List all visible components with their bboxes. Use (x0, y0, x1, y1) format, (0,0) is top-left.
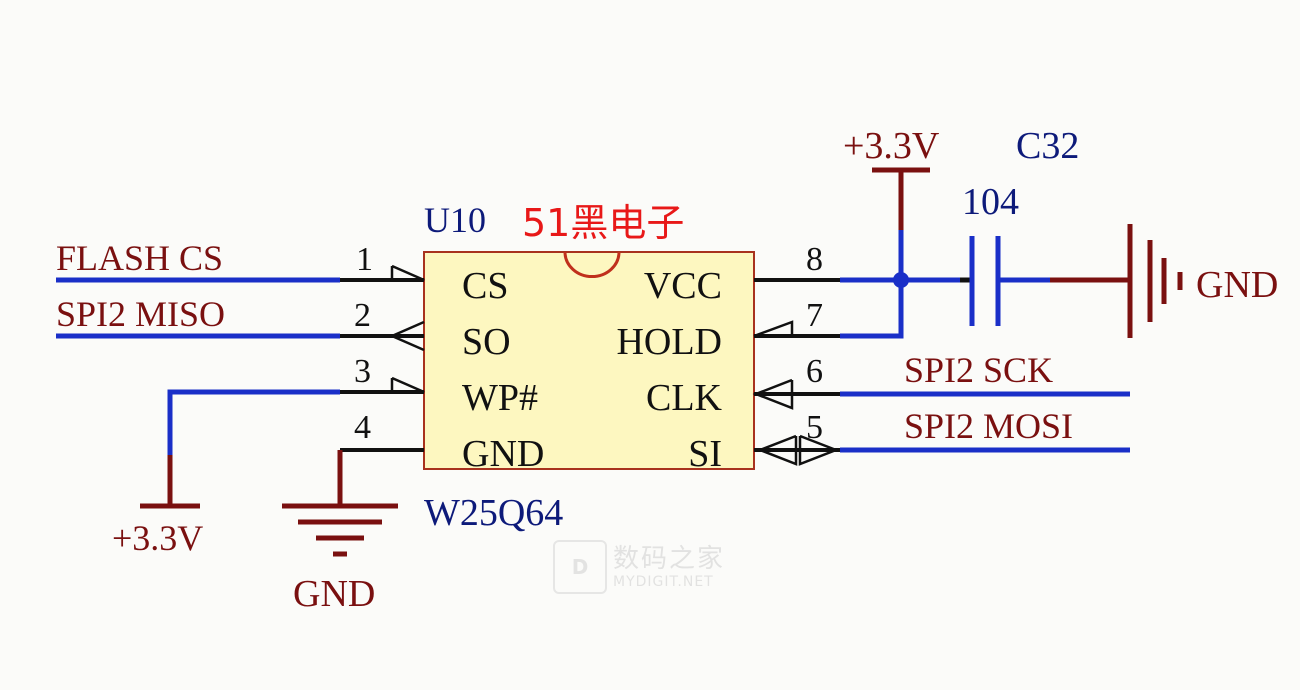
chip-body[interactable] (423, 251, 755, 470)
right-pin-stubs (754, 278, 840, 452)
pin-number-5: 5 (806, 409, 823, 446)
left-pin-stubs (340, 278, 424, 452)
pin-name-hold: HOLD (616, 321, 722, 363)
pin1-notch (563, 251, 621, 279)
net-label-spi2-miso: SPI2 MISO (56, 294, 225, 334)
net-label-spi2-mosi: SPI2 MOSI (904, 406, 1073, 446)
cap-designator: C32 (1016, 125, 1079, 167)
cap-value: 104 (962, 181, 1019, 223)
watermark-en: MYDIGIT.NET (613, 574, 714, 590)
pin-name-si: SI (688, 433, 722, 475)
pin-number-3: 3 (354, 353, 371, 390)
chip-part-number: W25Q64 (424, 492, 563, 534)
power-label-top: +3.3V (843, 125, 940, 167)
right-pin-arrows (752, 320, 840, 466)
pin-name-cs: CS (462, 265, 508, 307)
wire-hold-pullup[interactable] (840, 230, 904, 339)
pin-number-4: 4 (354, 409, 371, 446)
pin-number-6: 6 (806, 353, 823, 390)
pin-number-8: 8 (806, 241, 823, 278)
power-label-wp: +3.3V (112, 518, 203, 558)
net-label-flash-cs: FLASH CS (56, 238, 223, 278)
watermark-cn: 数码之家 (613, 544, 726, 574)
wire-wp-pullup[interactable] (167, 389, 340, 455)
gnd-label-chip: GND (293, 573, 375, 615)
junction-dot (893, 272, 909, 288)
pin-name-clk: CLK (646, 377, 723, 419)
chip-designator: U10 (424, 200, 486, 240)
pin-number-1: 1 (356, 241, 373, 278)
pin-name-gnd: GND (462, 433, 544, 475)
watermark-logo-icon: D (553, 540, 607, 594)
pin-number-7: 7 (806, 297, 823, 334)
watermark: D 数码之家 MYDIGIT.NET (553, 540, 725, 594)
gnd-symbol-chip (282, 503, 398, 557)
red-watermark-label: 51黑电子 (522, 201, 684, 245)
gnd-label-cap: GND (1196, 264, 1278, 306)
left-pin-arrows (388, 264, 425, 394)
pin-number-2: 2 (354, 297, 371, 334)
pin-name-wp: WP# (462, 377, 538, 419)
pin-name-so: SO (462, 321, 511, 363)
gnd-symbol-cap (1127, 224, 1183, 338)
pin-name-vcc: VCC (644, 265, 722, 307)
net-label-spi2-sck: SPI2 SCK (904, 350, 1053, 390)
